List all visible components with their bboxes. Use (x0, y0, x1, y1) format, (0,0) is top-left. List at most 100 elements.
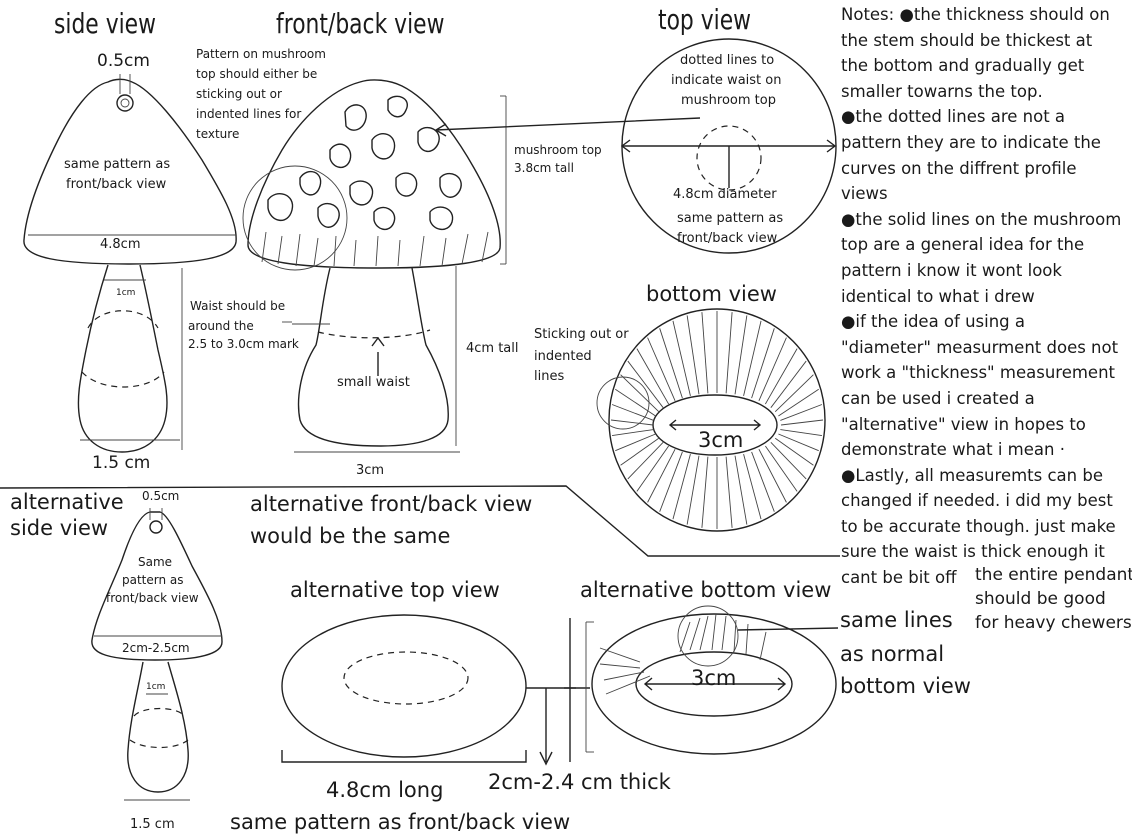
notes-block: Notes: ●the thickness should on the stem … (841, 2, 1131, 591)
notes-line: smaller towarns the top. (841, 81, 1043, 101)
top-view-title: top view (658, 3, 752, 36)
top-note-3: mushroom top (681, 93, 776, 108)
bottom-ridge-line (620, 374, 660, 413)
bottom-ridge-line (672, 320, 691, 396)
alt-pattern-note: same pattern as front/back view (230, 810, 571, 834)
bottom-ridge-line (778, 388, 819, 417)
bottom-ridge-line (743, 320, 762, 396)
side-stem-top: 1cm (116, 288, 136, 298)
top-diameter: 4.8cm diameter (673, 187, 777, 202)
bottom-ridge-line (780, 419, 824, 426)
notes-line: demonstrate what i mean · (841, 440, 1065, 460)
bottom-ridge-line (780, 404, 823, 421)
notes-tail-2: should be good (975, 589, 1106, 609)
alt-front-title-1: alternative front/back view (250, 492, 533, 516)
notes-line: Notes: ●the thickness should on (841, 5, 1110, 24)
top-view-drawing (620, 38, 837, 254)
bottom-ridge-line (758, 337, 787, 401)
alt-pattern-3: front/back view (106, 591, 199, 605)
top-pattern-line1: same pattern as (677, 211, 784, 226)
front-view-drawing (242, 79, 507, 453)
alt-cap-width: 2cm-2.5cm (122, 641, 190, 655)
bottom-ridge-line (751, 451, 775, 512)
notes-line: sure the waist is thick enough it (841, 542, 1105, 562)
notes-line: ●the dotted lines are not a (841, 107, 1066, 127)
notes-line: ●the solid lines on the mushroom (841, 209, 1122, 229)
side-view-title: side view (54, 7, 156, 40)
notes-line: cant be bit off (841, 568, 957, 588)
front-pattern-note-1: Pattern on mushroom (196, 47, 326, 61)
front-pattern-note-5: texture (196, 127, 240, 141)
notes-line: the stem should be thickest at (841, 30, 1093, 50)
bottom-ridge-line (725, 456, 733, 528)
side-cap-width: 4.8cm (100, 237, 141, 252)
notes-line: can be used i created a (841, 388, 1035, 408)
notes-line: to be accurate though. just make (841, 516, 1116, 536)
bottom-ridge-line (636, 445, 670, 492)
bottom-ridge-line (778, 433, 819, 452)
bottom-ridge-line (764, 445, 798, 492)
notes-tail-1: the entire pendant (975, 565, 1132, 585)
bottom-ridge-line (770, 441, 807, 480)
alt-side-title-2: side view (10, 516, 109, 540)
bottom-ridge-line (615, 433, 656, 452)
notes-line: pattern i know it wont look (841, 260, 1062, 280)
bottom-ridge-line (636, 348, 670, 405)
side-pattern-line2: front/back view (66, 177, 167, 192)
waist-note-2: around the (188, 319, 254, 333)
alt-bottom-title: alternative bottom view (580, 578, 832, 602)
alt-thickness: 2cm-2.4 cm thick (488, 770, 671, 794)
bottom-ridge-line (751, 328, 775, 399)
alt-stem-width: 1.5 cm (130, 817, 175, 832)
bottom-ridge-line (774, 437, 814, 466)
alt-bottom-note-2: as normal (840, 642, 945, 666)
notes-line: ●if the idea of using a (841, 312, 1025, 332)
bottom-ridge-line (734, 315, 748, 395)
alt-top-view-drawing (281, 614, 590, 766)
notes-line: the bottom and gradually get (841, 56, 1085, 76)
notes-line: changed if needed. i did my best (841, 491, 1113, 511)
bottom-note-3: lines (534, 369, 565, 384)
bottom-ridge-line (758, 448, 787, 503)
front-pattern-note-2: top should either be (196, 67, 318, 81)
bottom-ridge-line (764, 348, 798, 405)
notes-line: ●Lastly, all measuremts can be (841, 465, 1103, 485)
small-waist-label: small waist (337, 375, 410, 390)
notes-line: "alternative" view in hopes to (841, 414, 1086, 434)
front-pattern-note-3: sticking out or (196, 87, 282, 101)
alt-bottom-note-3: bottom view (840, 674, 971, 698)
notes-line: work a "thickness" measurement (841, 363, 1116, 383)
notes-line: pattern they are to indicate the (841, 132, 1101, 152)
bottom-ridge-line (659, 328, 683, 399)
front-stem-width: 3cm (356, 463, 385, 478)
bottom-ridge-line (734, 455, 748, 525)
top-note-1: dotted lines to (680, 53, 775, 68)
alt-length: 4.8cm long (326, 778, 444, 802)
bottom-ridge-line (610, 419, 654, 426)
alt-front-title-2: would be the same (250, 524, 451, 548)
alt-stem-top: 1cm (146, 682, 166, 692)
notes-line: top are a general idea for the (841, 235, 1085, 255)
notes-line: "diameter" measurment does not (841, 337, 1119, 357)
top-note-2: indicate waist on (671, 73, 782, 88)
bottom-ridge-line (686, 315, 700, 395)
bottom-ridge-line (612, 429, 654, 436)
bottom-ridge-line (686, 455, 700, 525)
bottom-note-2: indented (534, 349, 592, 364)
bottom-ridge-line (780, 429, 822, 436)
bottom-view-title: bottom view (646, 282, 777, 306)
bottom-ridge-line (620, 437, 660, 466)
cap-height-line2: 3.8cm tall (514, 161, 574, 175)
bottom-note-1: Sticking out or (534, 327, 629, 342)
bottom-ridge-line (611, 404, 654, 421)
bottom-ridge-line (725, 312, 733, 394)
bottom-ridge-line (770, 360, 807, 408)
bottom-ridge-line (659, 451, 683, 512)
cap-height-line1: mushroom top (514, 143, 602, 157)
bottom-ridge-line (701, 456, 709, 528)
bottom-ridge-line (647, 448, 676, 503)
side-hole-size: 0.5cm (97, 51, 150, 71)
front-pattern-note-4: indented lines for (196, 107, 302, 121)
